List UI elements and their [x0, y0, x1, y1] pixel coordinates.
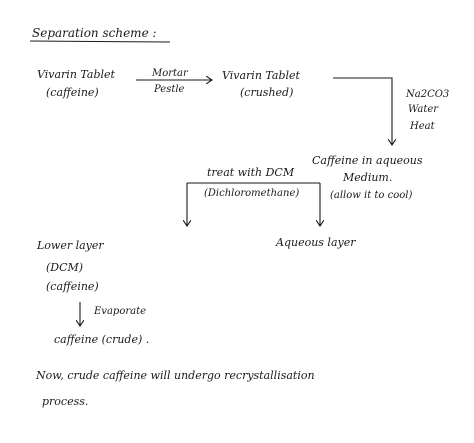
- reagent-2: Water: [408, 104, 439, 115]
- lower-layer-dcm: (DCM): [46, 261, 84, 274]
- dichloromethane-label: (Dichloromethane): [204, 188, 300, 199]
- note-line2: process.: [42, 395, 89, 408]
- aqueous-medium-line1: Caffeine in aqueous: [312, 154, 423, 167]
- crude-caffeine-label: caffeine (crude) .: [54, 333, 150, 346]
- reagent-1: Na2CO3: [406, 89, 450, 100]
- vivarin-tablet-sub: (caffeine): [46, 86, 99, 99]
- vivarin-tablet-label: Vivarin Tablet: [37, 68, 115, 81]
- page-title: Separation scheme :: [32, 26, 157, 40]
- aqueous-layer-label: Aqueous layer: [276, 236, 356, 249]
- reagent-bracket: [333, 77, 392, 145]
- reagent-3: Heat: [410, 121, 435, 132]
- crushed-tablet-sub: (crushed): [240, 86, 294, 99]
- note-line1: Now, crude caffeine will undergo recryst…: [36, 369, 315, 382]
- lower-layer-caffeine: (caffeine): [46, 280, 99, 293]
- crushed-tablet-label: Vivarin Tablet: [222, 69, 300, 82]
- mortar-label: Mortar: [152, 68, 188, 79]
- pestle-label: Pestle: [154, 84, 185, 95]
- lower-layer-label: Lower layer: [37, 239, 104, 252]
- aqueous-medium-line2: Medium.: [343, 171, 393, 184]
- title-underline: [29, 40, 171, 43]
- evaporate-label: Evaporate: [94, 306, 147, 317]
- treat-dcm-label: treat with DCM: [207, 166, 295, 179]
- aqueous-medium-line3: (allow it to cool): [330, 190, 413, 201]
